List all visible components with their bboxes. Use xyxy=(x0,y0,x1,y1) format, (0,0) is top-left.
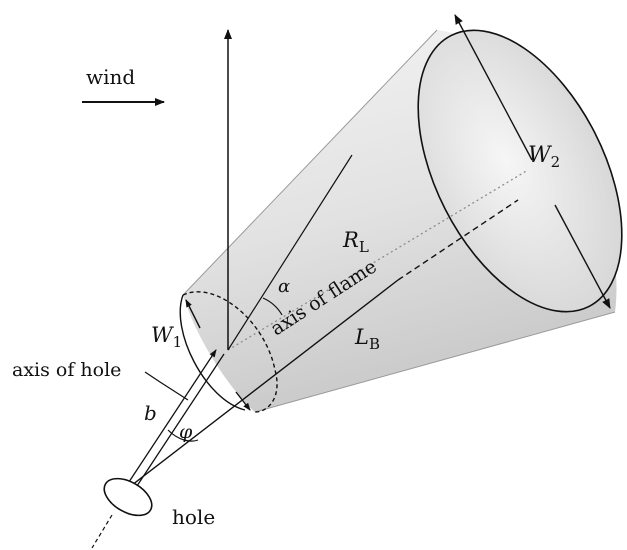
flame-top-ellipse xyxy=(417,29,623,313)
cone-top-edge xyxy=(182,29,438,296)
w1-label: W1 xyxy=(151,323,182,351)
rl-dotted-line xyxy=(227,169,529,351)
wind-label: wind xyxy=(86,65,135,89)
axis-of-hole-leader xyxy=(144,371,189,401)
phi-arc xyxy=(167,429,199,442)
flame-axis-dashed xyxy=(397,199,519,281)
cone-bottom-edge xyxy=(254,311,616,413)
alpha-arc xyxy=(262,297,283,316)
b-label: b xyxy=(144,401,157,425)
axis-of-hole-label: axis of hole xyxy=(12,359,121,381)
alpha-line xyxy=(227,154,353,351)
hole-ellipse xyxy=(103,477,153,517)
rl-label: RL xyxy=(342,228,369,256)
hole-axis-dashed xyxy=(91,514,113,549)
flame-base-ellipse-back xyxy=(182,291,278,413)
phi-label: φ xyxy=(179,421,193,443)
alpha-label: α xyxy=(278,276,290,297)
hole-label: hole xyxy=(172,505,215,529)
b-line-outer xyxy=(118,349,217,496)
w2-label: W2 xyxy=(528,143,560,171)
w2-arrow-down xyxy=(554,204,611,309)
w1-arrow-down xyxy=(235,391,251,411)
w1-arrow-up xyxy=(185,299,201,329)
w2-arrow-up xyxy=(454,14,533,161)
b-line-inner xyxy=(132,353,225,493)
lb-label: LB xyxy=(354,325,380,353)
